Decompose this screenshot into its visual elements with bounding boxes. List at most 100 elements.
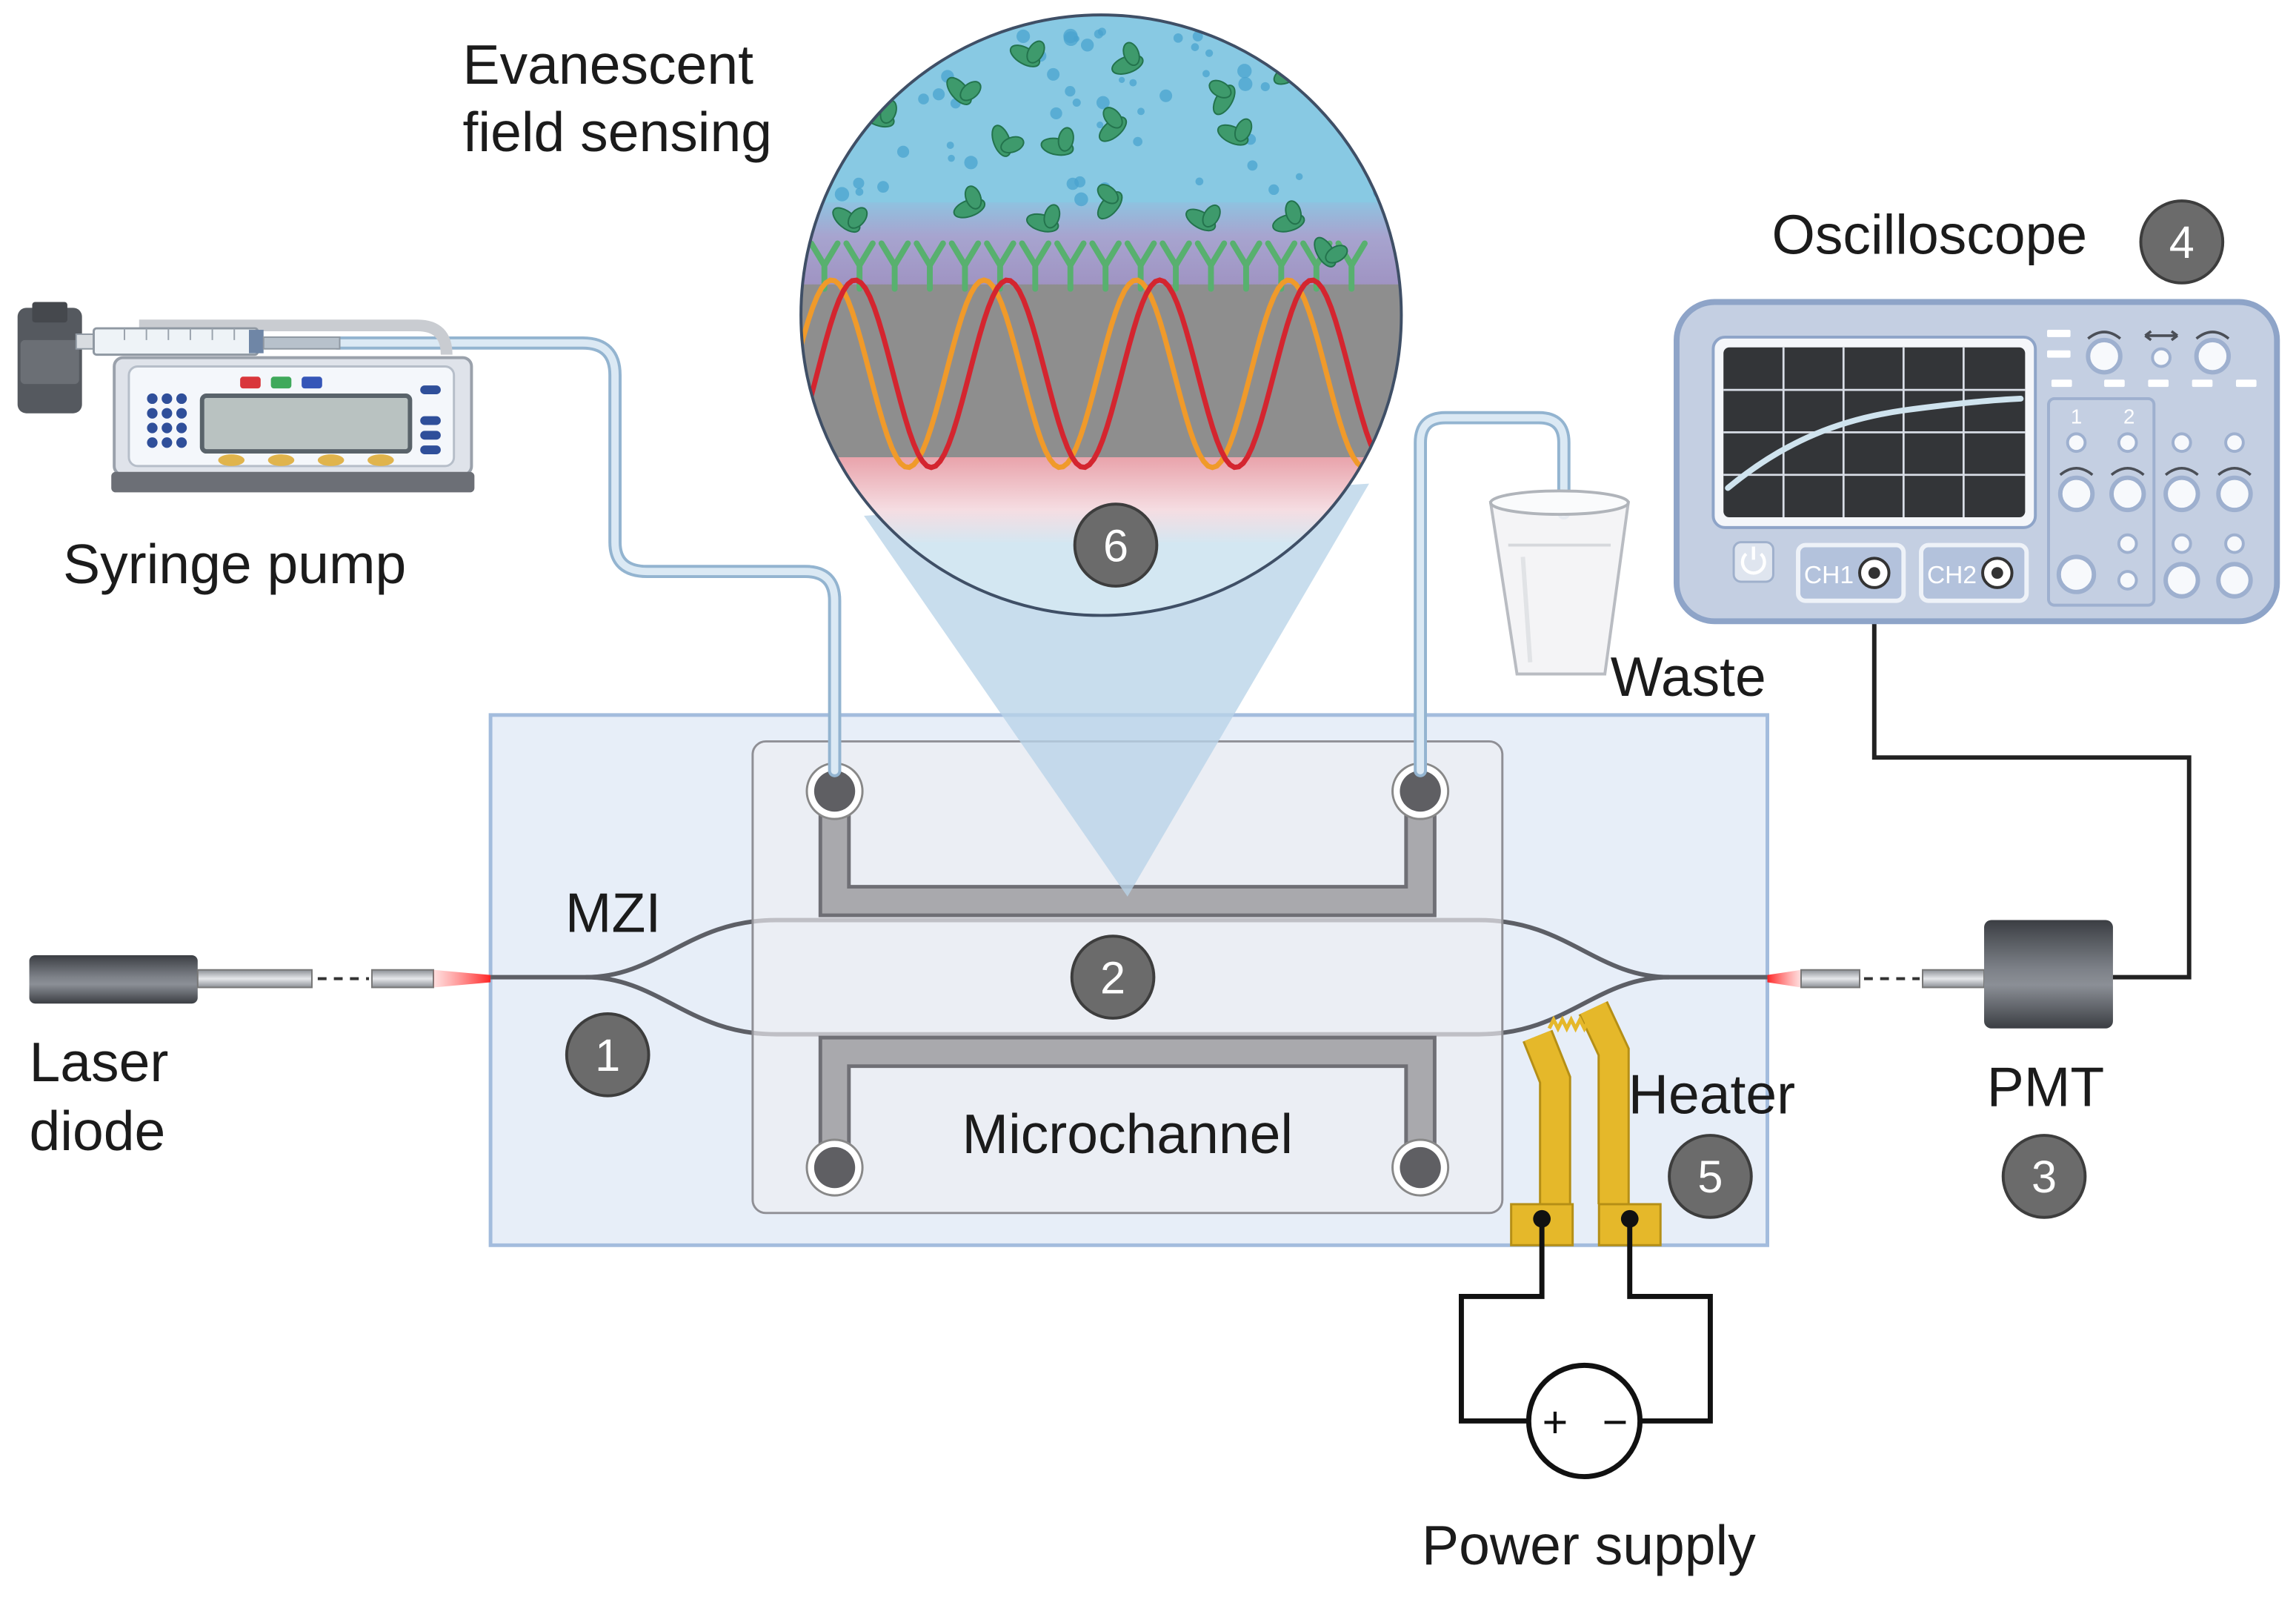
fluid-particle	[1159, 89, 1173, 102]
pump-foot-button-1[interactable]	[218, 454, 245, 466]
target-protein	[1314, 236, 1348, 268]
pump-side-button-4[interactable]	[420, 445, 441, 455]
fluid-particle	[1080, 39, 1094, 52]
knob-ch2-small[interactable]	[2117, 432, 2138, 454]
ch1-input[interactable]: CH1	[1796, 542, 1906, 603]
knob-timebase[interactable]	[2194, 337, 2232, 375]
pmt-fiber	[1922, 969, 1986, 989]
antibody	[1230, 240, 1262, 292]
knob-small-3[interactable]	[2172, 432, 2192, 454]
pump-foot-button-4[interactable]	[367, 454, 394, 466]
label-evanescent-line1: Evanescent	[463, 33, 754, 96]
fluid-particle	[1385, 132, 1400, 145]
fluid-particle	[855, 21, 866, 32]
knob-bottom-4[interactable]	[2216, 562, 2253, 599]
badge-mzi: 1	[565, 1012, 650, 1098]
target-protein	[832, 207, 868, 233]
pump-side-button-1[interactable]	[420, 385, 441, 395]
badge-oscilloscope: 4	[2139, 199, 2225, 285]
fluid-particle	[1192, 31, 1203, 41]
minus-sign: −	[1603, 1397, 1628, 1447]
target-protein	[1097, 184, 1123, 220]
pump-button-green[interactable]	[270, 376, 292, 389]
laser-body	[29, 954, 198, 1004]
knob-small-7[interactable]	[2224, 533, 2245, 554]
pmt-detector	[1767, 920, 2113, 1029]
fluid-particle	[1097, 122, 1104, 129]
fluid-particle	[1326, 104, 1335, 113]
label-power-supply: Power supply	[1422, 1514, 1756, 1576]
signal-cable	[1871, 588, 2192, 980]
knob-level[interactable]	[2216, 475, 2253, 513]
knob-ch1-volts[interactable]	[2057, 475, 2095, 513]
label-mzi: MZI	[565, 881, 661, 943]
label-pmt: PMT	[1987, 1056, 2105, 1118]
knob-ch1-small[interactable]	[2066, 432, 2087, 454]
fluid-particle	[1371, 113, 1378, 120]
channel-port-top-left	[805, 762, 864, 820]
pump-foot-button-2[interactable]	[267, 454, 295, 466]
pump-button-blue[interactable]	[302, 376, 322, 389]
knob-ch1-position[interactable]	[2056, 554, 2097, 594]
heater-contact-right	[1620, 1209, 1639, 1228]
fluid-particle	[853, 177, 865, 189]
knob-small-6[interactable]	[2172, 533, 2192, 554]
target-protein	[1217, 118, 1253, 146]
syringe-nozzle	[262, 336, 341, 350]
knob-ch2-volts[interactable]	[2109, 475, 2146, 513]
fluid-particle	[1334, 67, 1341, 74]
fluid-particle	[1096, 96, 1110, 110]
power-wire-right	[1627, 1218, 1713, 1424]
knob-bottom-3[interactable]	[2163, 562, 2200, 599]
badge-sensing-number: 6	[1103, 520, 1128, 571]
laser-light-glow	[433, 969, 491, 988]
fluid-particle	[1094, 29, 1104, 39]
fluid-particle	[1367, 76, 1377, 87]
knob-trigger[interactable]	[2163, 475, 2200, 513]
fluid-particle	[1074, 192, 1088, 207]
fluid-particle	[1385, 99, 1394, 108]
fluid-particle	[1173, 33, 1183, 43]
pump-button-red[interactable]	[240, 376, 261, 389]
laser-diode	[29, 954, 491, 1004]
heater-coil	[1547, 1015, 1591, 1033]
fluid-particle	[890, 49, 896, 56]
lens-outline	[799, 13, 1403, 617]
label-evanescent-line2: field sensing	[463, 101, 772, 163]
pump-side-button-3[interactable]	[420, 431, 441, 440]
fluid-particle	[948, 154, 955, 162]
laser-fiber	[196, 969, 313, 989]
fluid-particle	[812, 156, 823, 166]
ch2-input[interactable]: CH2	[1919, 542, 2029, 603]
syringe-barrel	[93, 327, 259, 356]
pump-foot-button-3[interactable]	[317, 454, 345, 466]
badge-pmt: 3	[2001, 1134, 2087, 1219]
knob-horizontal-position[interactable]	[2086, 337, 2123, 375]
label-laser-line2: diode	[30, 1100, 166, 1162]
target-protein	[1185, 204, 1221, 232]
power-button[interactable]	[1732, 541, 1774, 583]
knob-small-top[interactable]	[2151, 347, 2172, 368]
channel-control-panel	[2047, 396, 2156, 607]
syringe-holder-arm	[139, 319, 453, 356]
label-microchannel: Microchannel	[962, 1103, 1294, 1165]
fluid-particle	[1295, 173, 1303, 181]
fluid-particle	[855, 187, 864, 196]
oscilloscope-controls: 1 2	[2047, 330, 2257, 607]
fluid-particle	[1296, 50, 1302, 56]
fluid-particle	[1260, 82, 1270, 92]
fluid-particle	[1072, 98, 1081, 107]
badge-oscilloscope-number: 4	[2169, 217, 2194, 268]
output-light-glow	[1767, 969, 1801, 988]
badge-heater: 5	[1668, 1134, 1753, 1219]
pump-side-button-2[interactable]	[420, 416, 441, 425]
antibody	[878, 240, 911, 292]
target-protein	[1026, 204, 1061, 233]
fluid-particle	[1268, 184, 1280, 196]
knob-small-5[interactable]	[2117, 533, 2138, 554]
knob-small-8[interactable]	[2117, 570, 2138, 591]
badge-interferometer-arms-number: 2	[1100, 952, 1125, 1003]
guided-wave-red	[801, 277, 1402, 471]
fluid-particle	[918, 93, 929, 104]
knob-small-4[interactable]	[2224, 432, 2245, 454]
